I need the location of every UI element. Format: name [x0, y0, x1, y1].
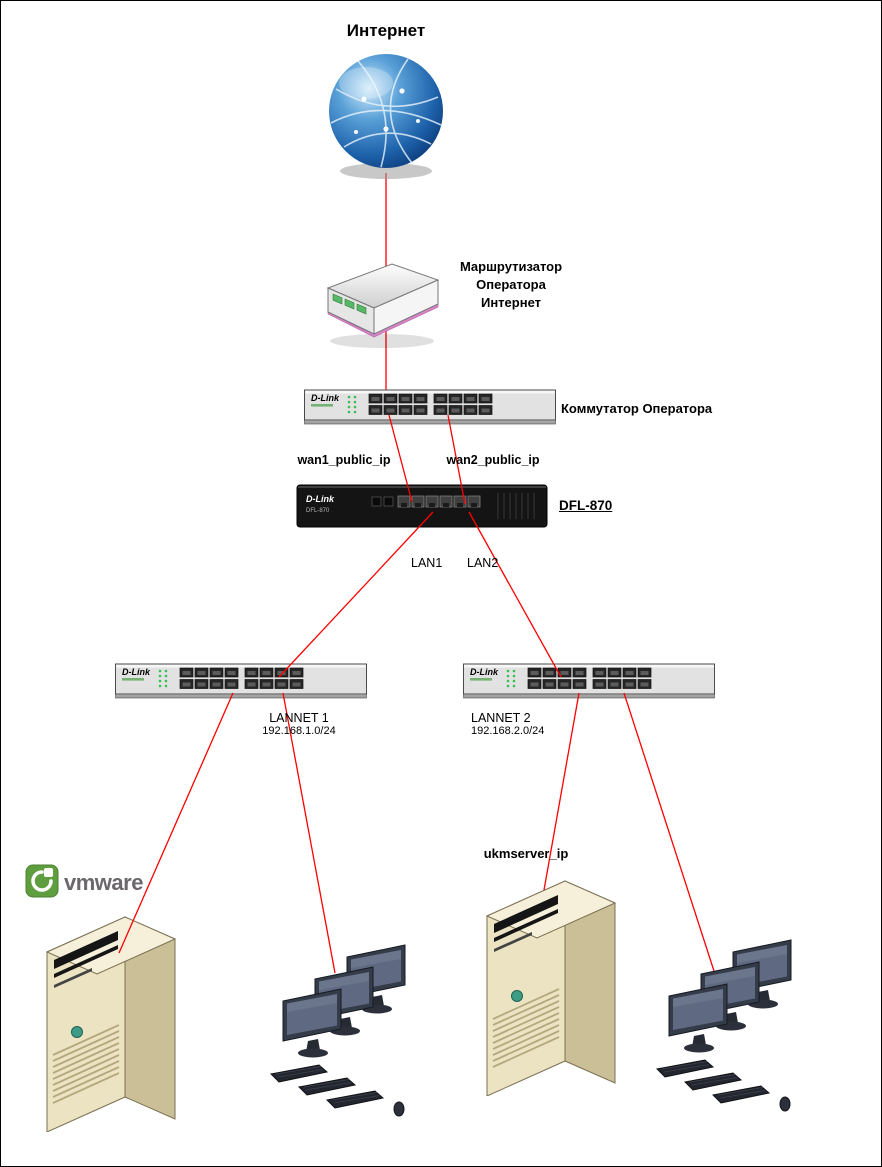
wan1-label: wan1_public_ip	[297, 453, 391, 467]
workstations-right-icon	[649, 934, 799, 1114]
lannet1-subnet: 192.168.1.0/24	[262, 725, 336, 737]
firewall-model-text: DFL-870	[306, 508, 330, 514]
isp-switch-label: Коммутатор Оператора	[561, 401, 713, 416]
lan1-label: LAN1	[411, 556, 443, 570]
internet-label: Интернет	[346, 21, 426, 40]
workstations-left-icon	[263, 939, 413, 1119]
vmware-wordmark: vmware	[64, 870, 143, 895]
link-lan2-switch2	[468, 511, 562, 678]
lannet2-label: LANNET 2 192.168.2.0/24	[471, 711, 621, 737]
isp-router-icon	[319, 257, 445, 352]
internet-globe-icon	[326, 49, 446, 181]
lan-switch-1-icon: D-Link	[115, 661, 367, 701]
firewall-label: DFL-870	[559, 498, 613, 513]
lan2-label: LAN2	[467, 556, 499, 570]
link-switch2-workstations	[623, 692, 715, 972]
isp-router-label-line3: Интернет	[480, 295, 541, 310]
isp-router-label: Маршрутизатор Оператора Интернет	[441, 258, 581, 312]
dlink-brand-text: D-Link	[470, 667, 499, 677]
lannet1-name: LANNET 1	[269, 711, 329, 725]
server-tower-left-icon	[27, 897, 197, 1133]
dlink-brand-text: D-Link	[311, 393, 340, 403]
dlink-brand-text: D-Link	[122, 667, 151, 677]
wan2-label: wan2_public_ip	[446, 453, 540, 467]
lan-switch-2-icon: D-Link	[463, 661, 715, 701]
isp-switch-icon: D-Link	[304, 387, 556, 427]
lannet1-label: LANNET 1 192.168.1.0/24	[229, 711, 369, 737]
firewall-dfl870-icon: D-Link DFL-870	[296, 481, 548, 531]
lannet2-name: LANNET 2	[471, 711, 531, 725]
ukmserver-label: ukmserver_ip	[483, 846, 569, 861]
isp-router-label-line1: Маршрутизатор	[459, 259, 563, 274]
isp-router-label-line2: Оператора	[476, 277, 546, 292]
lannet2-subnet: 192.168.2.0/24	[471, 725, 545, 737]
vmware-icon	[25, 864, 59, 898]
dlink-brand-text: D-Link	[306, 494, 335, 504]
server-tower-right-icon	[467, 861, 637, 1097]
link-lan1-switch1	[278, 511, 434, 678]
